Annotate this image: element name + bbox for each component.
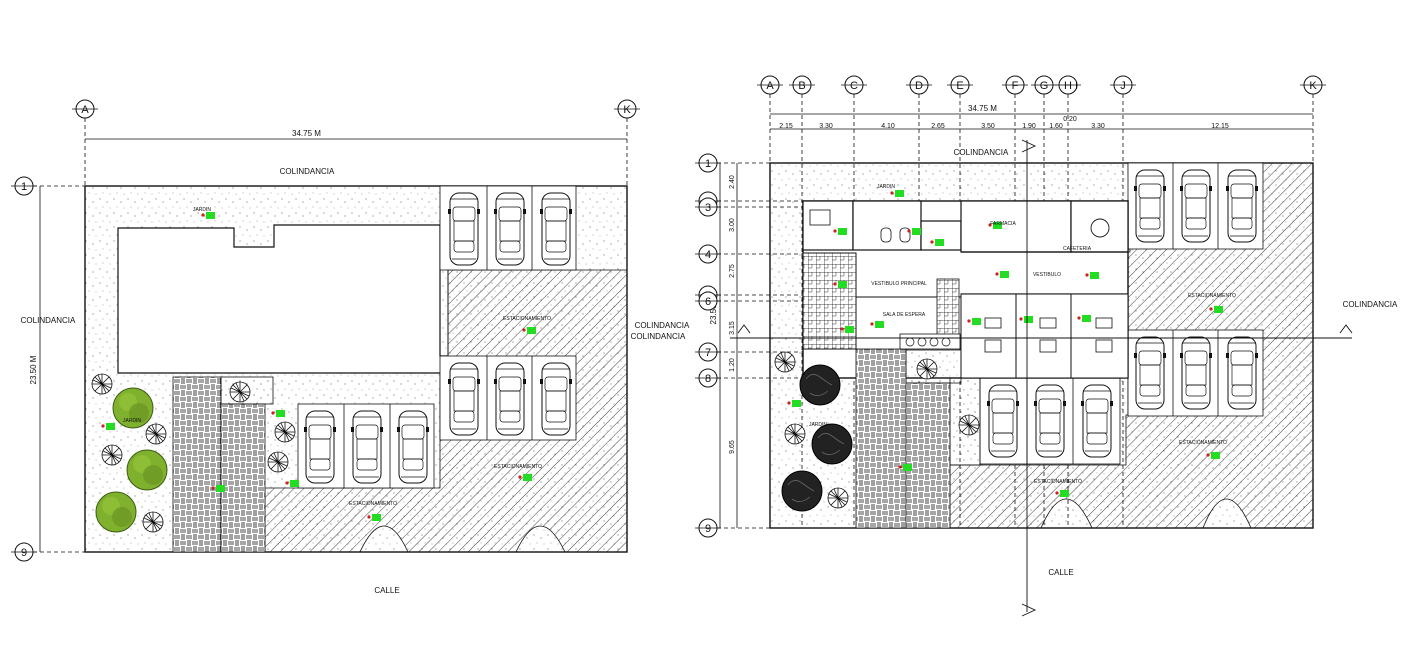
grid-label: B xyxy=(798,80,805,92)
room-label: ESTACIONAMIENTO xyxy=(1188,293,1236,299)
garden-label: JARDIN xyxy=(193,207,211,213)
room-label: ESTACIONAMIENTO xyxy=(1034,479,1082,485)
parking-row-bottom-left xyxy=(297,403,435,489)
car-icon xyxy=(303,410,337,484)
left-boundary-label: COLINDANCIA xyxy=(21,316,76,325)
overall-depth-dim: 23.50 M xyxy=(709,295,718,324)
building-footprint xyxy=(117,224,449,374)
left-site-plan: A K 34.75 M 1 9 23.50 M xyxy=(11,99,690,595)
parking-row-mid-left xyxy=(439,355,577,441)
grid-label: 1 xyxy=(705,158,711,170)
grid-label: H I xyxy=(1064,80,1078,92)
dim-value: 3.30 xyxy=(819,123,833,130)
grid-bubble-1-left: 1 xyxy=(11,176,37,196)
parking-label: ESTACIONAMIENTO xyxy=(349,501,397,507)
side-dimensions: 2.40 3.00 2.75 3.15 1.20 9.65 xyxy=(729,175,736,454)
grid-bubble-1: 1 xyxy=(695,153,803,173)
car-icon xyxy=(350,410,384,484)
street-label: CALLE xyxy=(374,586,399,595)
parking-label: ESTACIONAMIENTO xyxy=(494,464,542,470)
overall-depth-dim: 23.50 M xyxy=(29,355,38,384)
dim-value: 3.00 xyxy=(729,218,736,232)
dim-value: 2.40 xyxy=(729,175,736,189)
grid-label: C xyxy=(850,80,858,92)
room-label: JARDIN xyxy=(877,184,895,190)
grid-bubble-4: 4 xyxy=(695,244,803,264)
right-boundary-label: COLINDANCIA xyxy=(1343,300,1398,309)
parking-label: ESTACIONAMIENTO xyxy=(503,316,551,322)
grid-label: 6 xyxy=(705,296,711,308)
grid-label: 9 xyxy=(705,523,711,535)
top-boundary-label: COLINDANCIA xyxy=(954,148,1009,157)
room-label: ESTACIONAMIENTO xyxy=(1179,440,1227,446)
grid-label: J xyxy=(1120,80,1126,92)
grid-label: D xyxy=(915,80,923,92)
grid-bubbles-side: 123456789 xyxy=(695,153,803,538)
street-label: CALLE xyxy=(1048,568,1073,577)
grid-bubble-k-left: K xyxy=(614,99,640,119)
grid-bubble-6: 6 xyxy=(695,291,803,311)
dim-value: 1.60 xyxy=(1049,123,1063,130)
dim-value: 3.30 xyxy=(1091,123,1105,130)
dim-value: 2.75 xyxy=(729,264,736,278)
grid-bubble-a-left: A xyxy=(72,99,98,119)
car-icon xyxy=(447,192,481,266)
grid-label: A xyxy=(766,80,774,92)
car-icon xyxy=(539,362,573,436)
grid-label: 7 xyxy=(705,347,711,359)
car-icon xyxy=(396,410,430,484)
car-icon xyxy=(493,362,527,436)
dim-value: 1.20 xyxy=(729,358,736,372)
dim-value: 2.15 xyxy=(779,123,793,130)
right-boundary-label: COLINDANCIA xyxy=(631,332,686,341)
parking-row-top-left xyxy=(439,185,577,271)
grid-label: 9 xyxy=(21,547,27,559)
grid-label: 1 xyxy=(21,181,27,193)
segment-dimensions: 2.15 3.30 4.10 2.65 3.50 1.90 1.600.20 3.30 12.1… xyxy=(779,116,1229,130)
dim-value: 9.65 xyxy=(729,440,736,454)
car-icon xyxy=(493,192,527,266)
overall-width-dim: 34.75 M xyxy=(968,104,997,113)
grid-bubble-8: 8 xyxy=(695,368,803,388)
grid-label: 8 xyxy=(705,373,711,385)
grid-label: K xyxy=(623,104,631,116)
paved-walkway xyxy=(855,348,907,529)
grid-label: 3 xyxy=(705,202,711,214)
grid-label: G xyxy=(1040,80,1049,92)
room-label: FARMACIA xyxy=(990,221,1016,227)
grid-label: A xyxy=(81,104,89,116)
dim-value: 1.90 xyxy=(1022,123,1036,130)
dim-value: 3.15 xyxy=(729,321,736,335)
room-label: CAFETERIA xyxy=(1063,246,1092,252)
grid-label: 4 xyxy=(705,249,711,261)
room-label: VESTIBULO PRINCIPAL xyxy=(871,281,927,287)
top-boundary-label: COLINDANCIA xyxy=(280,167,335,176)
right-boundary-label: COLINDANCIA xyxy=(635,321,690,330)
room-label: JARDIN xyxy=(809,422,827,428)
room-label: SALA DE ESPERA xyxy=(883,312,926,318)
dim-value: 3.50 xyxy=(981,123,995,130)
paved-walkway xyxy=(172,376,222,553)
dim-value: 12.15 xyxy=(1211,123,1229,130)
room-label: VESTIBULO xyxy=(1033,272,1061,278)
grid-label: F xyxy=(1012,80,1019,92)
grid-bubble-7: 7 xyxy=(695,342,803,362)
dim-value: 4.10 xyxy=(881,123,895,130)
car-icon xyxy=(447,362,481,436)
garden-label: JARDIN xyxy=(123,418,141,424)
grid-label: K xyxy=(1309,80,1317,92)
car-icon xyxy=(539,192,573,266)
grid-label: E xyxy=(956,80,963,92)
right-floor-plan: A B C D E F G H I J K 34.75 M 2.15 3.30 4.10 2.65 3.5… xyxy=(695,75,1398,617)
dim-value: 2.65 xyxy=(931,123,945,130)
overall-width-dim: 34.75 M xyxy=(292,129,321,138)
dim-value: 0.20 xyxy=(1063,116,1077,123)
